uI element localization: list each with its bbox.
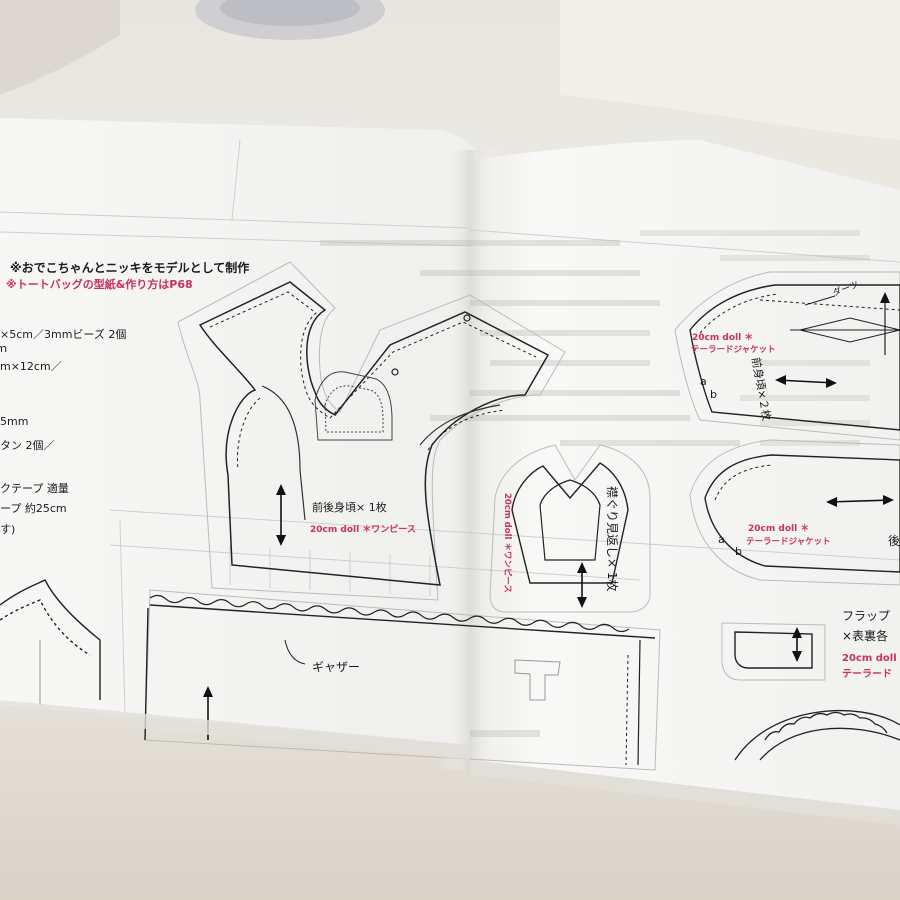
jacket-back-piece: 20cm doll ＊ テーラードジャケット 後 a b [689, 439, 900, 586]
point-label-a-2: a [718, 533, 725, 546]
gather-label: ギャザー [312, 660, 360, 674]
material-line: 5mm [0, 415, 28, 428]
collar-facing-piece: 襟ぐり見返し× 1枚 20cm doll ＊ワンピース [489, 444, 651, 613]
jacket-front-tag-line1: 20cm doll ＊ [692, 332, 753, 343]
material-line: ープ 約25cm [0, 501, 67, 515]
point-label-b-2: b [735, 545, 742, 558]
bodice-tag-label: 20cm doll ＊ワンピース [310, 523, 416, 535]
bodice-name-label: 前後身頃× 1枚 [312, 500, 387, 514]
header-note-tote: ※トートバッグの型紙&作り方はP68 [6, 277, 193, 291]
material-line: ×5cm／3mmビーズ 2個 [0, 327, 126, 341]
flap-piece: フラップ ×表裏各 20cm doll ＊ テーラード [721, 609, 900, 681]
header-notes: ※おでこちゃんとニッキをモデルとして制作 ※トートバッグの型紙&作り方はP68 [6, 260, 249, 291]
header-note-model: ※おでこちゃんとニッキをモデルとして制作 [10, 260, 249, 275]
flap-count-label: ×表裏各 [842, 628, 888, 643]
point-label-b: b [710, 388, 717, 401]
jacket-back-tag-line2: テーラードジャケット [746, 537, 831, 547]
collar-facing-tag-label: 20cm doll ＊ワンピース [502, 493, 513, 593]
material-line: ｍ [0, 342, 7, 355]
armhole-piece [0, 579, 101, 705]
reverse-side-text [320, 230, 870, 737]
material-line: クテープ 適量 [0, 481, 69, 495]
jacket-front-tag-line2: テーラードジャケット [691, 345, 776, 355]
jacket-back-tag-line1: 20cm doll ＊ [748, 523, 809, 534]
scalloped-collar-piece [734, 710, 900, 761]
flap-tag-line2: テーラード [842, 668, 892, 680]
skirt-piece: ギャザー [144, 589, 661, 771]
jacket-back-name-fragment: 後 [888, 534, 900, 548]
materials-list: ×5cm／3mmビーズ 2個 ｍ m×12cm／ 5mm タン 2個／ クテープ… [0, 327, 126, 536]
flap-name-label: フラップ [842, 609, 890, 623]
material-line: m×12cm／ [0, 360, 62, 373]
flap-tag-line1: 20cm doll ＊ [842, 652, 900, 664]
collar-facing-name-label: 襟ぐり見返し× 1枚 [605, 486, 620, 592]
front-back-bodice-piece: 前後身頃× 1枚 20cm doll ＊ワンピース [177, 261, 566, 601]
material-line: タン 2個／ [0, 439, 55, 452]
material-line: す) [0, 523, 15, 536]
point-label-a: a [700, 375, 707, 388]
